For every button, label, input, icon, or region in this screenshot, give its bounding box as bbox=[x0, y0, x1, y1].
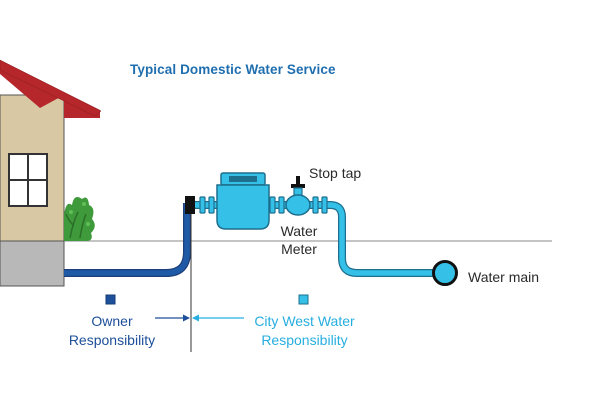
city-legend-square bbox=[298, 294, 309, 305]
stop-tap bbox=[285, 176, 311, 216]
house-window bbox=[8, 153, 48, 207]
water-meter bbox=[216, 172, 270, 230]
water-main-circle bbox=[432, 260, 458, 286]
city-pipe bbox=[195, 202, 433, 276]
diagram-title: Typical Domestic Water Service bbox=[130, 62, 336, 77]
owner-pipe bbox=[64, 203, 190, 276]
owner-responsibility-line2: Responsibility bbox=[68, 332, 156, 348]
owner-responsibility-label: Owner Responsibility bbox=[58, 312, 166, 350]
bush bbox=[64, 197, 95, 241]
water-meter-label: Water Meter bbox=[274, 222, 324, 258]
city-responsibility-label: City West Water Responsibility bbox=[242, 312, 367, 350]
city-responsibility-line1: City West Water bbox=[254, 313, 355, 329]
boundary-valve bbox=[185, 196, 195, 214]
water-meter-label-line1: Water bbox=[280, 223, 318, 239]
house-base bbox=[0, 240, 65, 287]
water-main-label: Water main bbox=[468, 269, 540, 285]
owner-arrow bbox=[155, 314, 190, 322]
roof-edge bbox=[0, 59, 102, 117]
stop-tap-label: Stop tap bbox=[309, 165, 362, 181]
owner-legend-square bbox=[105, 294, 116, 305]
owner-responsibility-line1: Owner bbox=[91, 313, 133, 329]
house bbox=[0, 59, 102, 287]
water-meter-label-line2: Meter bbox=[281, 241, 317, 257]
pipe-flanges bbox=[199, 196, 328, 214]
city-arrow bbox=[192, 314, 244, 322]
city-responsibility-line2: Responsibility bbox=[261, 332, 348, 348]
